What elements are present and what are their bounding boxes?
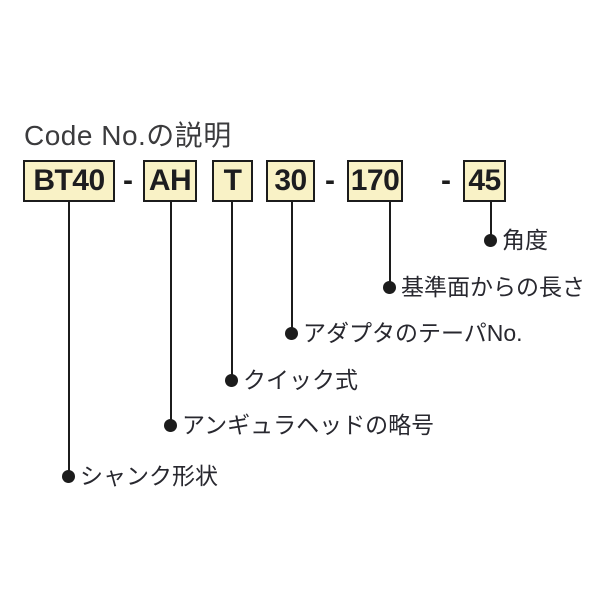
legend-label-shank-shape: シャンク形状 [80,463,218,489]
connector-line-shank [68,202,70,476]
connector-line-angle [490,202,492,240]
connector-line-quick [231,202,233,380]
separator-dash: - [325,164,335,197]
code-box-45: 45 [463,160,506,202]
bullet-dot-angle [484,234,497,247]
legend-label-angle: 角度 [502,227,548,253]
code-box-bt40: BT40 [23,160,115,202]
legend-label-length-from-datum: 基準面からの長さ [401,274,585,300]
code-box-ah: AH [143,160,197,202]
legend-label-angular-head-code: アンギュラヘッドの略号 [182,412,435,438]
diagram-title: Code No.の説明 [24,120,232,151]
legend-label-quick-type: クイック式 [243,367,358,393]
bullet-dot-shank [62,470,75,483]
bullet-dot-angular [164,419,177,432]
bullet-dot-length [383,281,396,294]
bullet-dot-quick [225,374,238,387]
separator-dash: - [441,164,451,197]
code-box-t: T [212,160,253,202]
bullet-dot-taper [285,327,298,340]
connector-line-length [389,202,391,287]
code-box-30: 30 [266,160,315,202]
legend-label-adapter-taper-no: アダプタのテーパNo. [303,320,523,346]
connector-line-angular [170,202,172,425]
connector-line-taper [291,202,293,333]
separator-dash: - [123,164,133,197]
code-box-170: 170 [347,160,403,202]
